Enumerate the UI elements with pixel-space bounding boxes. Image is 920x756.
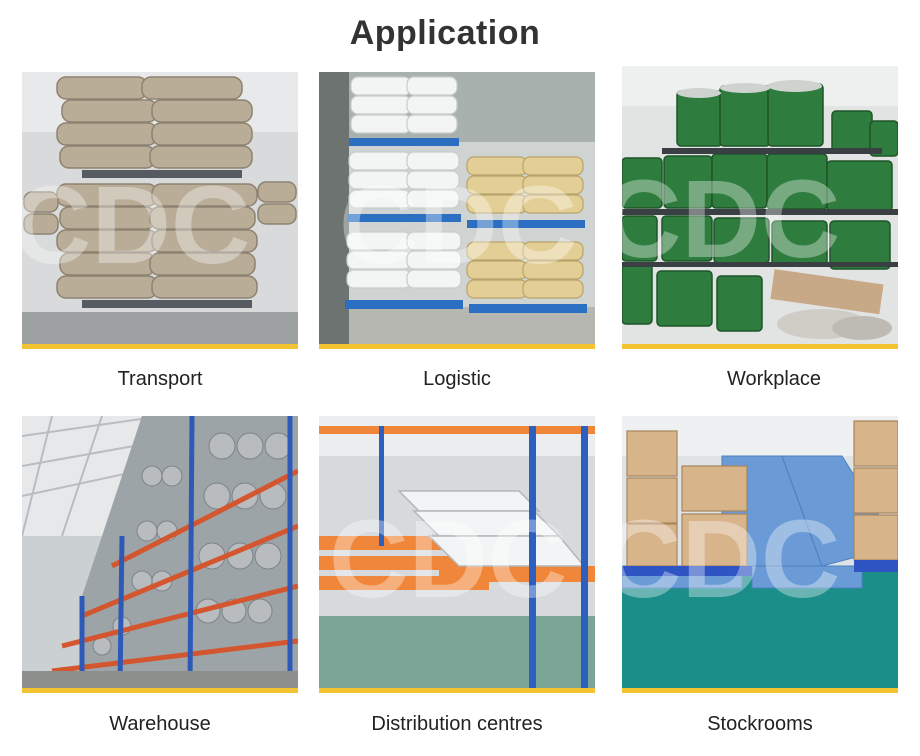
application-tile-logistic: CDC [319, 72, 595, 349]
caption-distribution-centres: Distribution centres [371, 713, 543, 735]
warehouse-photo [22, 416, 298, 688]
accent-bar [622, 688, 898, 693]
accent-bar [22, 688, 298, 693]
application-tile-workplace: CDC [622, 66, 898, 349]
distribution-centres-photo: CDC [319, 416, 595, 688]
application-tile-transport: CDC [22, 72, 298, 349]
application-tile-warehouse [22, 416, 298, 693]
application-tile-distribution-centres: CDC [319, 416, 595, 693]
page-title: Application [349, 14, 541, 52]
accent-bar [22, 344, 298, 349]
transport-photo: CDC [22, 72, 298, 344]
application-tile-stockrooms: CDC [622, 416, 898, 693]
accent-bar [319, 688, 595, 693]
caption-workplace: Workplace [726, 368, 822, 390]
caption-stockrooms: Stockrooms [707, 713, 813, 735]
caption-warehouse: Warehouse [109, 713, 211, 735]
logistic-photo: CDC [319, 72, 595, 344]
caption-transport: Transport [117, 368, 203, 390]
accent-bar [319, 344, 595, 349]
caption-logistic: Logistic [423, 368, 491, 390]
workplace-photo: CDC [622, 66, 898, 344]
stockrooms-photo: CDC [622, 416, 898, 688]
accent-bar [622, 344, 898, 349]
